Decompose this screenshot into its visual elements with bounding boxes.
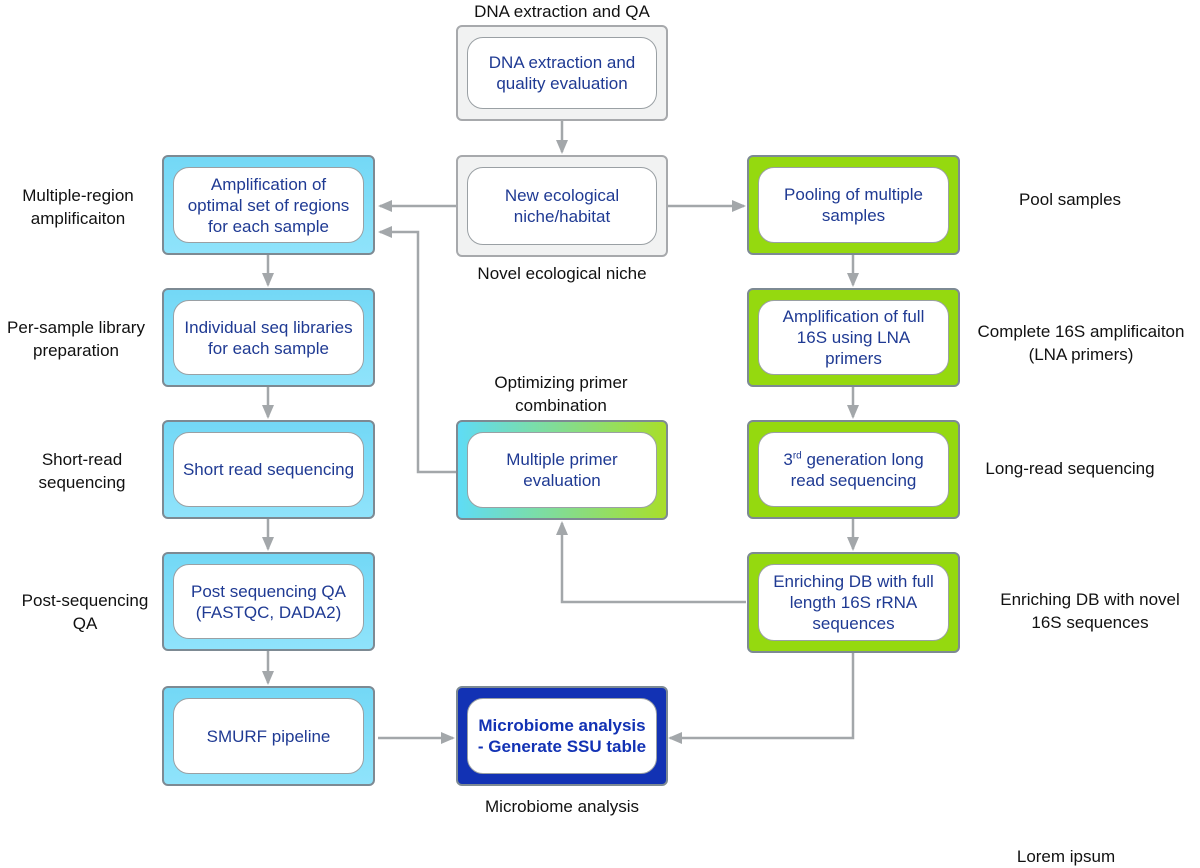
long-read-number: 3 xyxy=(783,449,793,469)
node-post-sequencing-qa: Post sequencing QA (FASTQC, DADA2) xyxy=(162,552,375,651)
node-pooling-text: Pooling of multiple samples xyxy=(758,167,949,243)
node-enriching-db-text: Enriching DB with full length 16S rRNA s… xyxy=(758,564,949,641)
node-post-sequencing-qa-text: Post sequencing QA (FASTQC, DADA2) xyxy=(173,564,364,639)
label-dna-extraction-qa: DNA extraction and QA xyxy=(474,2,650,21)
node-new-niche-text: New ecological niche/habitat xyxy=(467,167,657,245)
node-smurf-pipeline-text: SMURF pipeline xyxy=(173,698,364,774)
arrow-primer-eval-to-amp-regions xyxy=(378,226,456,474)
node-new-niche: New ecological niche/habitat xyxy=(456,155,668,257)
node-short-read-text: Short read sequencing xyxy=(173,432,364,507)
label-enriching-db: Enriching DB with novel 16S sequences xyxy=(1000,590,1180,632)
node-dna-extraction: DNA extraction and quality evaluation xyxy=(456,25,668,121)
node-long-read-text: 3rd generation long read sequencing xyxy=(758,432,949,507)
node-primer-evaluation: Multiple primer evaluation xyxy=(456,420,668,520)
label-novel-niche: Novel ecological niche xyxy=(477,264,647,283)
node-amplification-regions: Amplification of optimal set of regions … xyxy=(162,155,375,255)
node-amplification-regions-text: Amplification of optimal set of regions … xyxy=(173,167,364,243)
node-long-read: 3rd generation long read sequencing xyxy=(747,420,960,519)
node-amplification-full-text: Amplification of full 16S using LNA prim… xyxy=(758,300,949,375)
node-microbiome-analysis-text: Microbiome analysis - Generate SSU table xyxy=(467,698,657,774)
long-read-rest: generation long read sequencing xyxy=(790,449,924,490)
node-enriching-db: Enriching DB with full length 16S rRNA s… xyxy=(747,552,960,653)
label-pool-samples: Pool samples xyxy=(1018,190,1122,209)
arrow-enrich-to-primer-eval xyxy=(556,521,746,604)
label-microbiome-analysis: Microbiome analysis xyxy=(485,797,639,816)
node-primer-evaluation-text: Multiple primer evaluation xyxy=(467,432,657,508)
arrow-enrich-to-microbiome xyxy=(668,653,855,744)
label-optimizing-primer: Optimizing primer combination xyxy=(494,373,628,415)
label-complete-16s: Complete 16S amplificaiton (LNA primers) xyxy=(977,322,1185,364)
label-short-read-sequencing: Short-read sequencing xyxy=(38,450,126,492)
node-individual-libraries-text: Individual seq libraries for each sample xyxy=(173,300,364,375)
node-microbiome-analysis: Microbiome analysis - Generate SSU table xyxy=(456,686,668,786)
label-long-read-sequencing: Long-read sequencing xyxy=(985,459,1155,478)
node-dna-extraction-text: DNA extraction and quality evaluation xyxy=(467,37,657,109)
label-multiple-region: Multiple-region amplificaiton xyxy=(22,186,134,228)
node-amplification-full: Amplification of full 16S using LNA prim… xyxy=(747,288,960,387)
node-short-read: Short read sequencing xyxy=(162,420,375,519)
node-pooling: Pooling of multiple samples xyxy=(747,155,960,255)
long-read-ordinal: rd xyxy=(792,449,802,461)
label-per-sample-library: Per-sample library preparation xyxy=(7,318,145,360)
label-lorem-ipsum: Lorem ipsum xyxy=(1016,847,1116,866)
node-individual-libraries: Individual seq libraries for each sample xyxy=(162,288,375,387)
label-post-sequencing-qa: Post-sequencing QA xyxy=(21,591,149,633)
node-smurf-pipeline: SMURF pipeline xyxy=(162,686,375,786)
